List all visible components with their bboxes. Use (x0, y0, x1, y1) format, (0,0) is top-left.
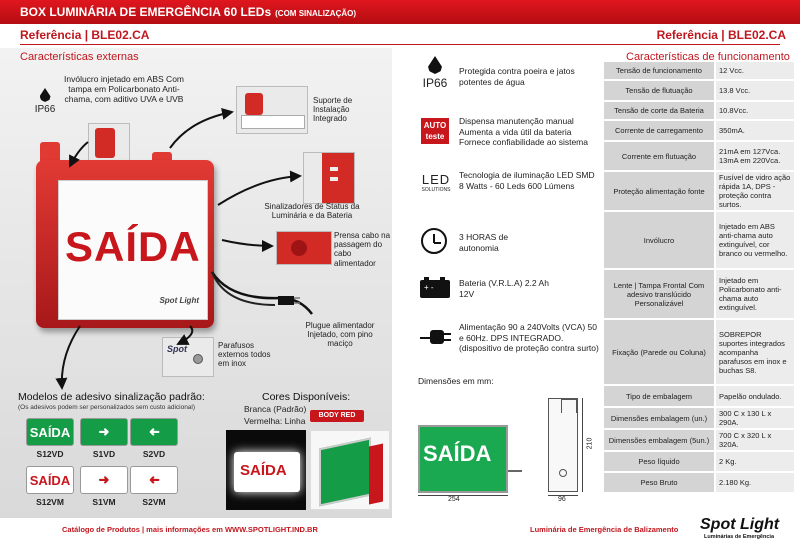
sign-code: S12VD (36, 449, 64, 459)
arrow-left-icon: ➜ (148, 472, 160, 487)
support-note: Suporte de Instalação Integrado (313, 96, 353, 124)
signs-title: Modelos de adesivo sinalização padrão: (18, 391, 205, 403)
body-red-badge: BODY RED (310, 410, 364, 422)
sign-code: S1VD (92, 449, 116, 459)
sign-code: S2VM (142, 497, 166, 507)
sign-s12vm: SAÍDA (26, 466, 74, 494)
table-row: Dimensões embalagem (un.)300 C x 130 L x… (604, 408, 794, 430)
front-view-word: SAÍDA (423, 441, 492, 466)
signalers-detail-image (303, 152, 355, 204)
width-dimension-line (418, 495, 508, 496)
spec-section-title: Características de funcionamento (626, 51, 790, 63)
arrow-right-icon: ➜ (98, 472, 110, 487)
cable-gland-note: Prensa cabo na passagem do cabo alimenta… (334, 231, 391, 268)
signs-subtitle: (Os adesivos podem ser personalizados se… (18, 404, 196, 411)
water-drop-icon (428, 56, 442, 74)
page-title: BOX LUMINÁRIA DE EMERGÊNCIA 60 LEDs(COM … (20, 5, 357, 19)
color-white: Branca (Padrão) (244, 404, 307, 414)
table-row: Lente | Tampa Frontal Com adesivo transl… (604, 270, 794, 320)
autotest-feature: Dispensa manutenção manual Aumenta a vid… (459, 116, 588, 148)
depth-dimension-label: 96 (558, 496, 566, 503)
arrow-right-icon: ➜ (98, 424, 110, 439)
signalers-note: Sinalizadores de Status da Luminária e d… (264, 202, 360, 221)
table-row: Dimensões embalagem (5un.)700 C x 320 L … (604, 430, 794, 452)
header-divider (20, 44, 780, 45)
arrow-left-icon: ➜ (148, 424, 160, 439)
footer-catalog-link[interactable]: Catálogo de Produtos | mais informações … (62, 525, 318, 534)
product-exit-word: SAÍDA (65, 223, 201, 270)
depth-dimension-line (548, 495, 578, 496)
height-dimension-label: 210 (586, 437, 594, 450)
led-solutions-icon: LED SOLUTIONS (421, 172, 451, 193)
support-detail-image (236, 86, 308, 134)
ip66-badge-left: IP66 (30, 88, 60, 115)
battery-feature: Bateria (V.R.L.A) 2.2 Ah 12V (459, 278, 549, 299)
ip66-badge: IP66 (418, 56, 452, 90)
clock-icon (421, 228, 447, 254)
width-dimension-label: 254 (448, 496, 460, 503)
height-dimension-line (582, 398, 583, 492)
sign-code: S1VM (92, 497, 116, 507)
screws-note: Parafusos externos todos em inox (218, 341, 271, 369)
water-drop-icon (39, 88, 51, 102)
colors-title: Cores Disponíveis: (262, 391, 351, 403)
clip-detail-image (88, 123, 130, 161)
dimensions-title: Dimensões em mm: (418, 376, 494, 386)
power-plug-icon (420, 326, 452, 350)
dimension-side-view (548, 398, 578, 492)
footer: Catálogo de Produtos | mais informações … (0, 516, 800, 543)
white-version-photo: SAÍDA (226, 430, 306, 510)
protection-feature: Protegida contra poeira e jatos potentes… (459, 66, 575, 87)
power-feature: Alimentação 90 a 240Volts (VCA) 50 e 60H… (459, 322, 599, 354)
plug-note: Plugue alimentador Injetado, com pino ma… (305, 321, 375, 349)
product-logo: Spot Light (159, 296, 199, 305)
sign-s1vd: ➜ (80, 418, 128, 446)
cable-gland-image (276, 231, 332, 265)
sign-code: S12VM (36, 497, 64, 507)
product-face: SAÍDA Spot Light (58, 180, 208, 320)
footer-product-line: Luminária de Emergência de Balizamento (530, 525, 679, 534)
brand-logo: Spot Light (700, 516, 780, 533)
front-view-cable (508, 470, 522, 472)
reference-left: Referência | BLE02.CA (20, 28, 150, 42)
dimension-front-view: SAÍDA (418, 425, 508, 493)
led-feature: Tecnologia de iluminação LED SMD 8 Watts… (459, 170, 595, 191)
sign-s12vd: SAÍDA (26, 418, 74, 446)
external-section-title: Características externas (20, 51, 139, 63)
housing-note: Invólucro injetado em ABS Com tampa em P… (64, 74, 185, 104)
sign-code: S2VD (142, 449, 166, 459)
sign-s1vm: ➜ (80, 466, 128, 494)
table-row: Fixação (Parede ou Coluna)SOBREPOR supor… (604, 320, 794, 386)
sign-s2vd: ➜ (130, 418, 178, 446)
screws-detail-image: Spot (162, 337, 214, 377)
reference-right: Referência | BLE02.CA (656, 28, 786, 42)
sign-s2vm: ➜ (130, 466, 178, 494)
color-red: Vermelha: Linha (244, 416, 306, 426)
brand-tagline: Luminárias de Emergência (704, 534, 774, 540)
red-version-photo (310, 430, 390, 510)
battery-icon: + - (420, 277, 450, 298)
product-image: SAÍDA Spot Light (36, 160, 214, 328)
header-bar: BOX LUMINÁRIA DE EMERGÊNCIA 60 LEDs(COM … (0, 0, 800, 24)
white-photo-word: SAÍDA (240, 462, 287, 479)
product-clip-left (40, 142, 60, 164)
autonomy-feature: 3 HORAS de autonomia (459, 232, 509, 253)
